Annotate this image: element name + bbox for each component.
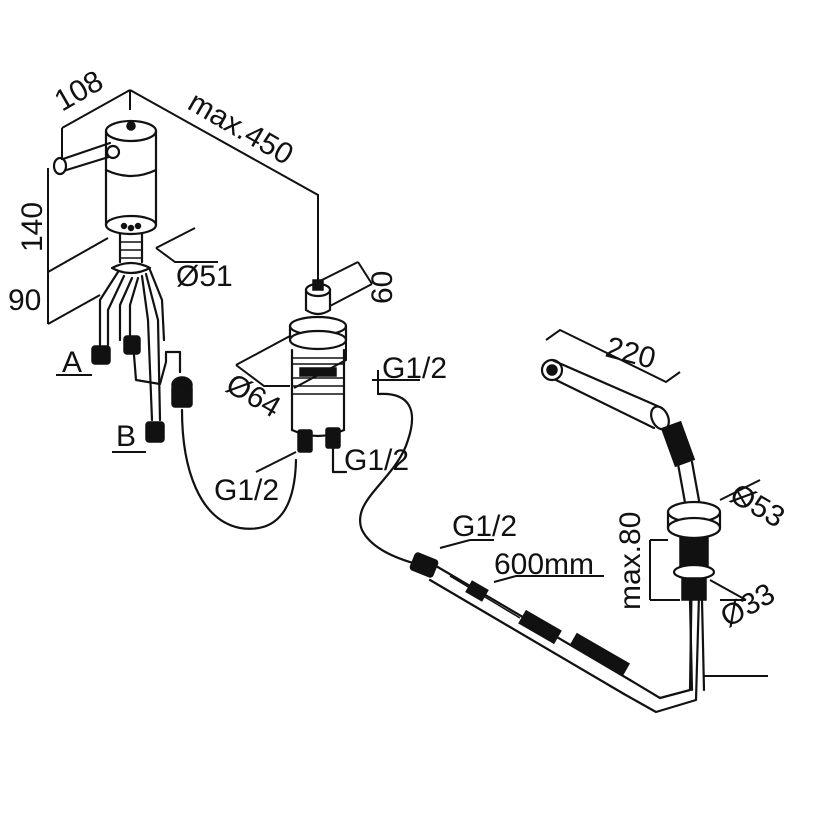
- outlet-hose: [359, 392, 426, 568]
- dim-140-label: 140: [16, 202, 49, 252]
- diam-53-label: Ø53: [725, 477, 791, 534]
- diverter-body: [288, 279, 348, 474]
- diam-64-label: Ø64: [221, 367, 287, 424]
- dim-220-label: 220: [602, 331, 659, 376]
- inlet-hose: [171, 376, 298, 530]
- dim-60-label: 60: [366, 271, 399, 304]
- mixer-supply-hoses: [91, 268, 182, 443]
- diverter-dimensions: [235, 261, 420, 473]
- dim-108-label: 108: [49, 64, 109, 118]
- diam-33-label: Ø33: [715, 577, 781, 634]
- g12-top-label: G1/2: [382, 352, 447, 385]
- g12-hose-label: G1/2: [452, 510, 517, 543]
- mixer-body: [52, 119, 158, 275]
- port-b-label: B: [116, 420, 136, 453]
- mixer-dimensions: [47, 89, 319, 453]
- diam-51-label: Ø51: [176, 260, 233, 293]
- g12-inlet-label: G1/2: [214, 474, 279, 507]
- dim-max-80-label: max.80: [614, 512, 647, 610]
- hand-shower-dimensions: [545, 328, 761, 601]
- port-a-label: A: [62, 346, 82, 379]
- hose-600mm-label: 600mm: [494, 548, 594, 581]
- hand-shower: [540, 358, 702, 510]
- g12-outlet-right-label: G1/2: [344, 444, 409, 477]
- dim-90-label: 90: [8, 284, 41, 317]
- pull-out-sleeve: [666, 500, 768, 692]
